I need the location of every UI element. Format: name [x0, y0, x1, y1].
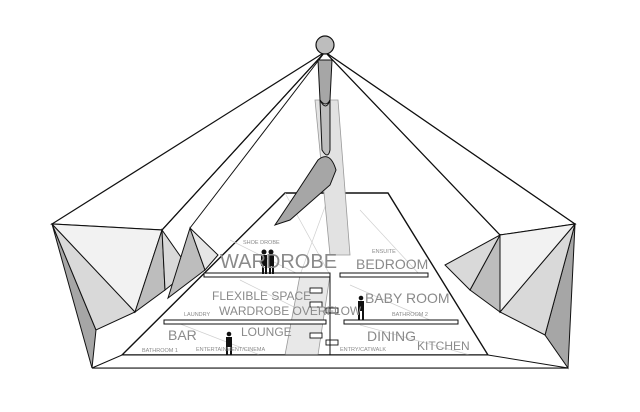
figure-baby-room — [358, 295, 364, 320]
label-bathroom-1: BATHROOM 1 — [142, 348, 178, 354]
label-baby-room: BABY ROOM — [365, 290, 450, 306]
label-laundry: LAUNDRY — [184, 312, 211, 318]
label-lounge: LOUNGE — [241, 325, 292, 339]
label-flexible-space: FLEXIBLE SPACE — [212, 289, 311, 303]
label-bar: BAR — [168, 327, 197, 343]
figure-lounge — [226, 331, 232, 355]
building-body — [91, 99, 569, 369]
label-entertainment-cinema: ENTERTAINMENT/CINEMA — [196, 347, 265, 353]
people-figures — [226, 249, 364, 355]
label-kitchen: KITCHEN — [417, 339, 470, 353]
label-wardrobe-overflow: WARDROBE OVERFLOW — [219, 304, 362, 318]
label-ensuite: ENSUITE — [372, 249, 396, 255]
label-shoe-drobe: SHOE DROBE — [243, 240, 280, 246]
figure-couple — [261, 249, 274, 274]
label-entry-catwalk: ENTRY/CATWALK — [340, 347, 386, 353]
room-labels: SHOE DROBE WARDROBE ENSUITE BEDROOM FLEX… — [142, 240, 470, 354]
right-canopy — [324, 51, 577, 370]
label-dining: DINING — [367, 328, 416, 344]
label-bedroom: BEDROOM — [356, 256, 428, 272]
label-bathroom-2: BATHROOM 2 — [392, 312, 428, 318]
label-wardrobe: WARDROBE — [220, 251, 337, 273]
mast-sculpture — [161, 35, 576, 231]
